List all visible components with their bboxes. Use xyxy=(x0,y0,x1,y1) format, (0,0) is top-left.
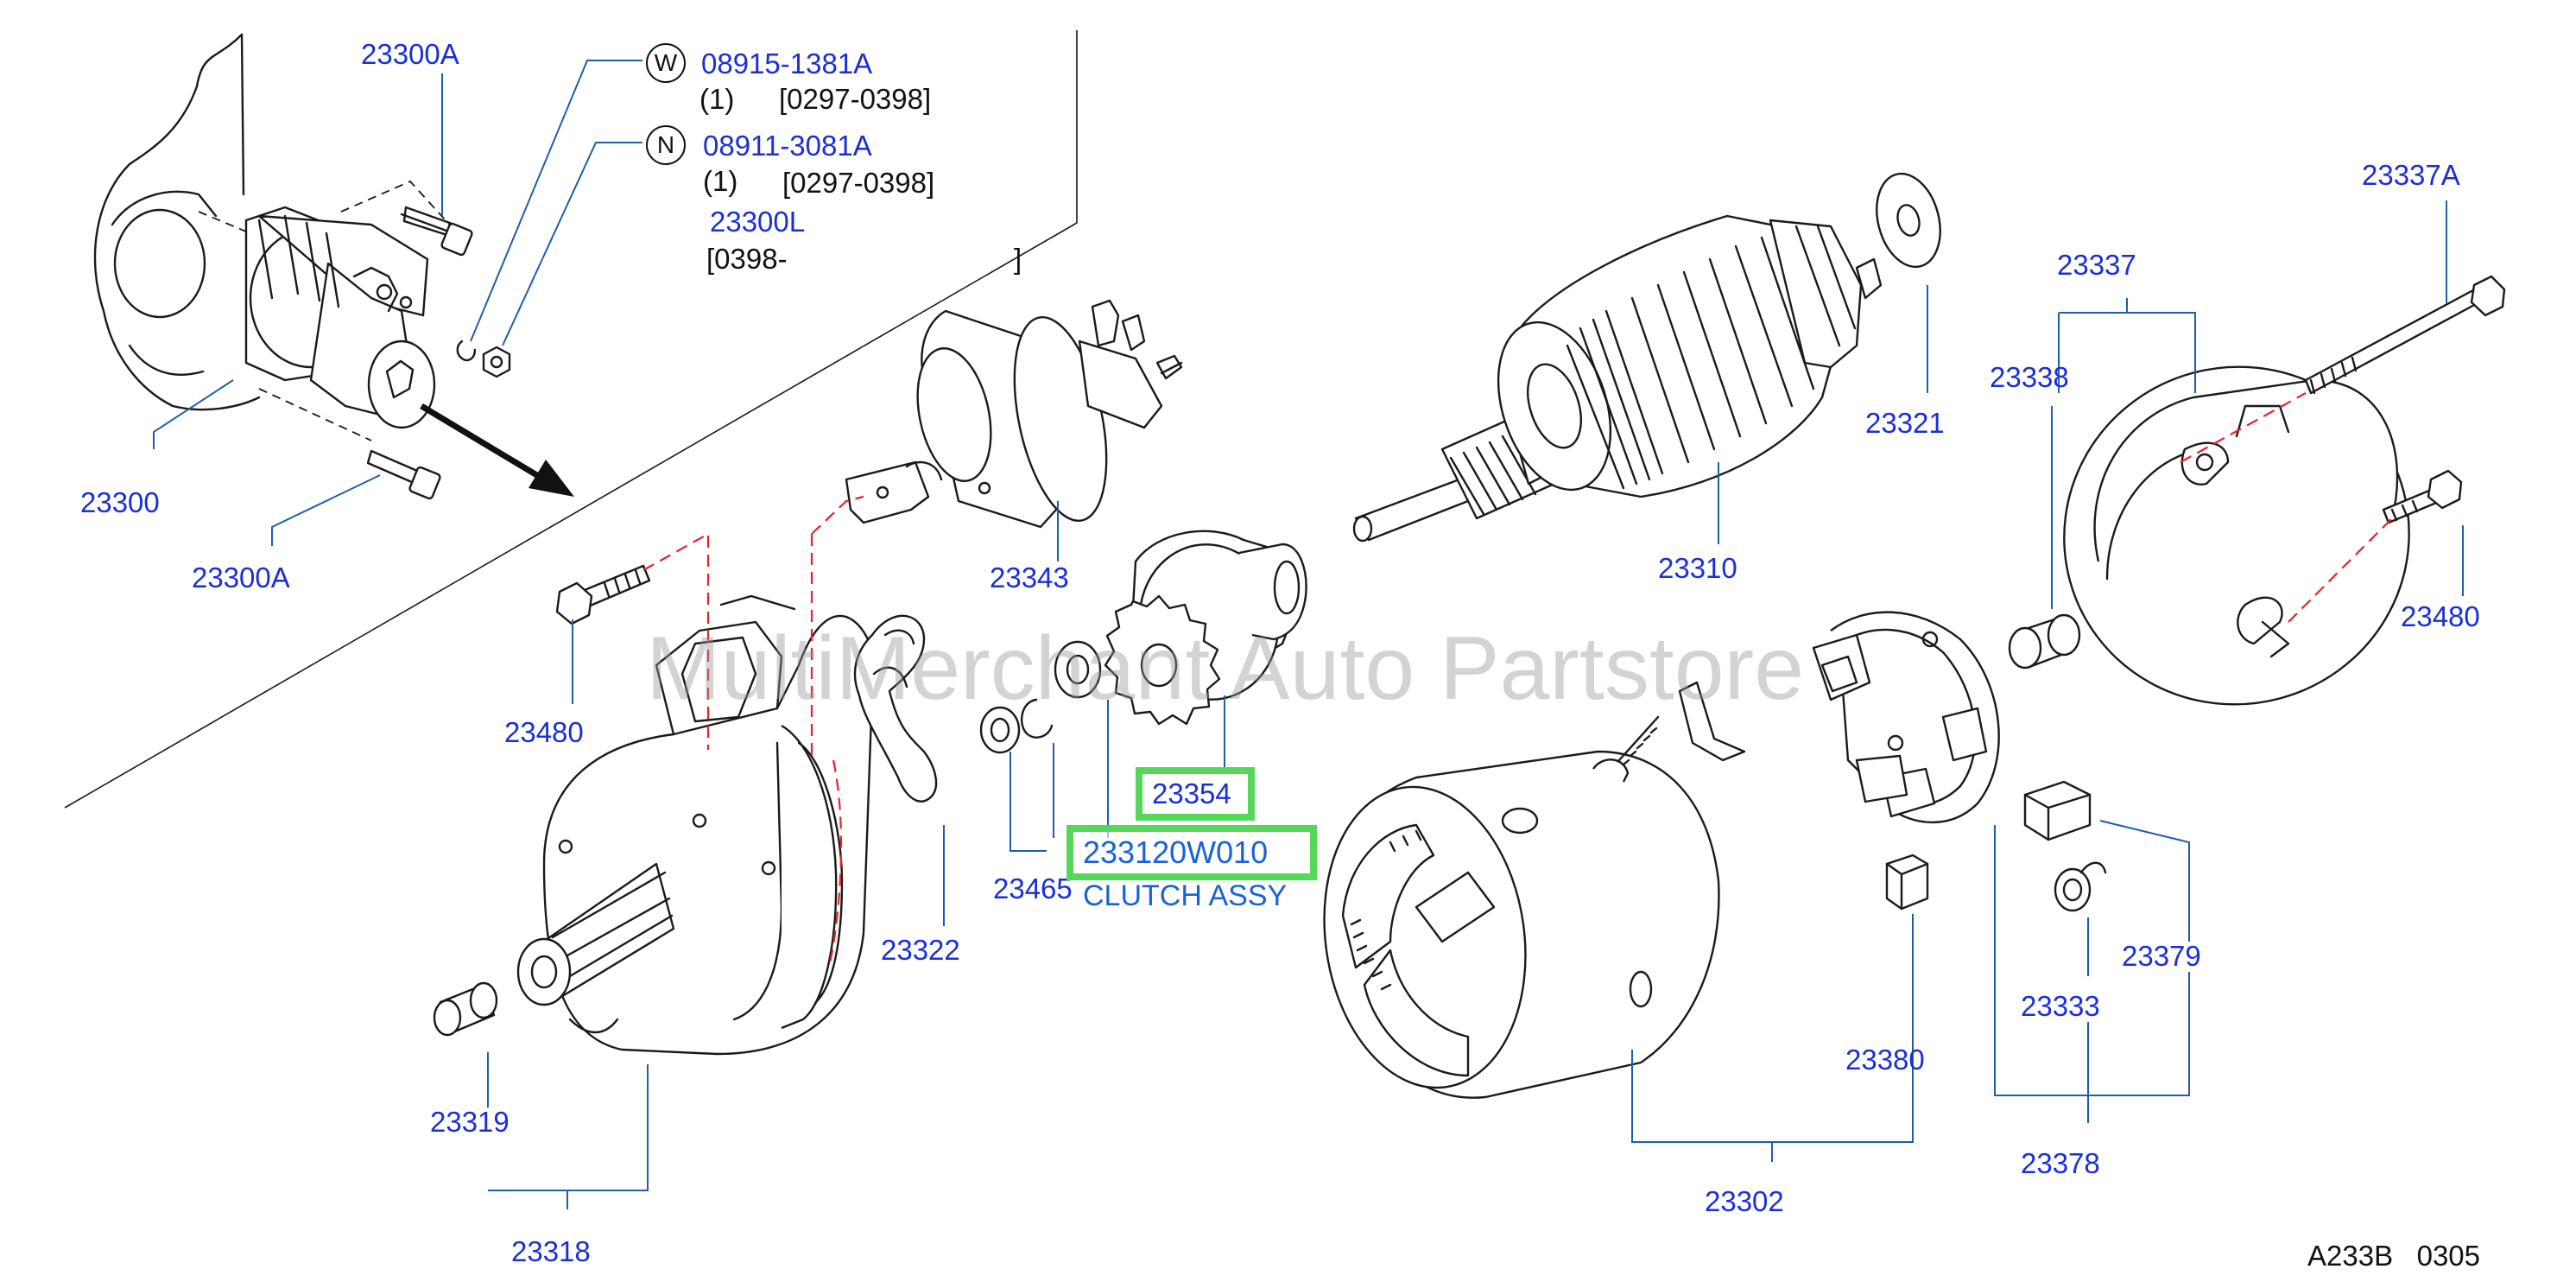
part-label-23300a-top[interactable]: 23300A xyxy=(361,38,459,70)
part-label-23343[interactable]: 23343 xyxy=(990,562,1069,593)
part-leaders xyxy=(487,200,2464,1209)
part-label-08915-1381a[interactable]: 08915-1381A xyxy=(701,48,873,79)
highlight-box-233120w010[interactable] xyxy=(1066,825,1317,880)
part-label-23480-left[interactable]: 23480 xyxy=(504,716,584,748)
part-label-08911-3081a[interactable]: 08911-3081A xyxy=(703,130,872,162)
yoke-field-assembly xyxy=(1323,681,1746,1099)
inset-bolt-lower xyxy=(366,449,441,500)
date-range-n: [0297-0398] xyxy=(782,167,935,199)
inset-nut-n xyxy=(482,346,511,378)
stop-collar xyxy=(1054,640,1102,699)
through-bolt-left xyxy=(555,564,651,625)
part-label-23319[interactable]: 23319 xyxy=(430,1106,510,1138)
symbol-w-circle: W xyxy=(646,43,686,83)
bushing xyxy=(433,981,498,1037)
highlighted-part-number[interactable]: 233120W010 xyxy=(1083,835,1269,870)
clutch-assembly xyxy=(1104,530,1307,726)
pinion-stop-ring xyxy=(979,706,1021,754)
part-label-23302[interactable]: 23302 xyxy=(1705,1185,1784,1217)
part-label-23338[interactable]: 23338 xyxy=(1990,361,2069,393)
screw-right xyxy=(2382,469,2463,524)
part-label-23333[interactable]: 23333 xyxy=(2021,990,2100,1022)
date-range-w: [0297-0398] xyxy=(779,83,932,115)
highlight-box-23354[interactable] xyxy=(1136,767,1255,821)
part-label-23321[interactable]: 23321 xyxy=(1865,407,1945,439)
inset-leaders xyxy=(153,60,642,546)
brush-small xyxy=(2023,780,2092,841)
armature xyxy=(1352,214,1883,543)
part-label-23380[interactable]: 23380 xyxy=(1845,1044,1925,1076)
date-range-l-close: ] xyxy=(1014,243,1022,275)
part-label-23318[interactable]: 23318 xyxy=(511,1235,591,1267)
qty-label-w: (1) xyxy=(699,83,735,115)
through-bolt-long xyxy=(2304,275,2506,395)
watermark-text: MultiMerchant Auto Partstore xyxy=(646,619,1805,719)
part-label-23337a[interactable]: 23337A xyxy=(2362,159,2460,191)
rear-bushing xyxy=(2008,613,2081,670)
qty-label-n: (1) xyxy=(703,165,738,197)
inset-boundary xyxy=(64,30,1078,809)
date-range-l-open: [0398- xyxy=(706,243,788,275)
part-label-23354[interactable]: 23354 xyxy=(1152,777,1231,809)
part-label-23378[interactable]: 23378 xyxy=(2021,1147,2100,1179)
snap-ring xyxy=(1020,698,1054,739)
part-label-23300l[interactable]: 23300L xyxy=(710,206,806,238)
part-label-23480-right[interactable]: 23480 xyxy=(2401,600,2480,632)
part-label-23465[interactable]: 23465 xyxy=(993,873,1073,904)
part-label-23322[interactable]: 23322 xyxy=(881,934,960,966)
part-label-23379[interactable]: 23379 xyxy=(2122,940,2201,972)
symbol-n-circle: N xyxy=(646,125,686,165)
brush-holder xyxy=(1812,611,2000,824)
highlighted-part-name: CLUTCH ASSY xyxy=(1083,879,1288,912)
part-label-23300[interactable]: 23300 xyxy=(80,486,160,518)
rear-cover xyxy=(2063,365,2410,706)
inset-engine-assembly xyxy=(93,33,454,441)
drive-end-housing xyxy=(516,594,874,1056)
part-label-23337[interactable]: 23337 xyxy=(2057,249,2136,281)
part-label-23310[interactable]: 23310 xyxy=(1658,552,1737,584)
shift-lever xyxy=(853,614,938,803)
thrust-washer xyxy=(1876,172,1941,269)
brush xyxy=(1885,854,1929,911)
inset-bolt-upper xyxy=(400,206,473,257)
diagram-code: A233B 0305 xyxy=(2307,1240,2480,1272)
brush-spring xyxy=(2054,861,2107,912)
part-label-23300a-bottom[interactable]: 23300A xyxy=(192,562,290,593)
inset-washer-w xyxy=(456,340,477,362)
solenoid-switch xyxy=(845,299,1183,529)
direction-arrow xyxy=(420,403,574,497)
assembly-dashed-lines xyxy=(642,392,2393,968)
